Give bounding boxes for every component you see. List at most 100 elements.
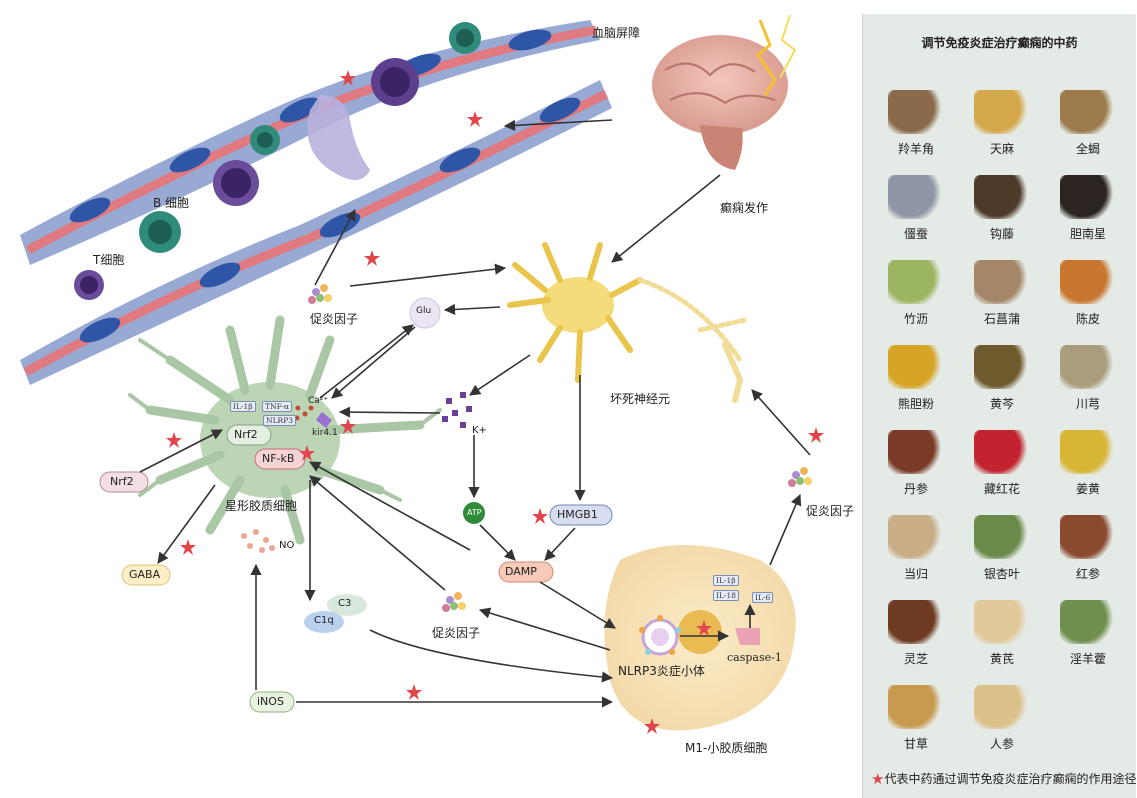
nfkb-box	[254, 448, 306, 470]
cytokine-cluster-icons	[308, 284, 812, 612]
atp-icon	[463, 502, 485, 524]
herb-name: 黄芪	[989, 652, 1014, 666]
herb-item: 石菖蒲	[959, 260, 1045, 340]
microglia-icon	[604, 545, 796, 731]
herb-image	[974, 345, 1030, 389]
herb-item: 钩藤	[959, 175, 1045, 255]
nrf2-inner-label: Nrf2	[234, 428, 258, 441]
kir-channel-icon	[316, 412, 332, 428]
legend: ★代表中药通过调节免疫炎症治疗癫痫的作用途径	[871, 770, 1136, 788]
herb-image	[888, 260, 944, 304]
k-ion-label: K+	[472, 425, 487, 436]
herb-item: 羚羊角	[873, 90, 959, 170]
herb-item: 黄芩	[959, 345, 1045, 425]
herb-image	[974, 90, 1030, 134]
herb-item: 僵蚕	[873, 175, 959, 255]
microglia-il6-badge: IL-6	[752, 592, 774, 603]
herb-name: 银杏叶	[983, 567, 1020, 581]
star-icon: ★	[871, 770, 885, 788]
calcium-label: Ca²⁺	[308, 396, 329, 406]
no-label: NO	[279, 540, 295, 551]
herb-item: 丹参	[873, 430, 959, 510]
herb-image	[1060, 430, 1116, 474]
herb-item: 淫羊藿	[1045, 600, 1131, 680]
necrotic-neuron-label: 坏死神经元	[610, 392, 671, 406]
kir-label: kir4.1	[312, 428, 338, 438]
herb-item: 甘草	[873, 685, 959, 765]
herb-name: 全蝎	[1075, 142, 1100, 156]
brain-icon	[652, 14, 797, 170]
glu-label: Glu	[416, 306, 432, 316]
caspase-label: caspase-1	[727, 651, 782, 664]
herb-item: 竹沥	[873, 260, 959, 340]
microglia-il1b-badge: IL-1β	[713, 575, 739, 586]
herb-name: 熊胆粉	[897, 397, 934, 411]
proinflammatory-label-2: 促炎因子	[432, 626, 481, 640]
herb-image	[974, 260, 1030, 304]
herb-name: 僵蚕	[903, 227, 928, 241]
herb-item: 姜黄	[1045, 430, 1131, 510]
herb-image	[888, 90, 944, 134]
c1q-label: C1q	[314, 615, 334, 626]
herb-name: 灵芝	[903, 652, 928, 666]
inos-box	[249, 691, 295, 713]
nrf2-outer-label: Nrf2	[110, 475, 134, 488]
herb-image	[888, 600, 944, 644]
herb-item: 黄芪	[959, 600, 1045, 680]
herb-image	[1060, 90, 1116, 134]
pathway-arrows	[139, 119, 811, 708]
herb-name: 淫羊藿	[1069, 652, 1106, 666]
herb-name: 姜黄	[1075, 482, 1100, 496]
nlrp3-inflammasome-icon	[639, 615, 681, 656]
herb-name: 川芎	[1075, 397, 1100, 411]
immune-cells	[74, 22, 481, 300]
herb-name: 石菖蒲	[983, 312, 1020, 326]
herb-image	[888, 345, 944, 389]
nfkb-label: NF-kB	[262, 452, 295, 465]
herb-image	[1060, 515, 1116, 559]
herb-item: 川芎	[1045, 345, 1131, 425]
herb-name: 丹参	[903, 482, 928, 496]
herb-image	[974, 515, 1030, 559]
hmgb1-label: HMGB1	[557, 508, 598, 521]
seizure-label: 癫痫发作	[720, 201, 769, 215]
herb-name: 红参	[1075, 567, 1100, 581]
herb-name: 当归	[903, 567, 928, 581]
herb-image	[888, 430, 944, 474]
herb-item: 胆南星	[1045, 175, 1131, 255]
herb-panel: 调节免疫炎症治疗癫痫的中药 羚羊角天麻 全蝎僵蚕 钩藤 胆南星竹沥石菖蒲 陈皮熊胆粉 黄芩…	[862, 14, 1136, 798]
herb-item: 陈皮	[1045, 260, 1131, 340]
herb-name: 黄芩	[989, 397, 1014, 411]
herb-name: 胆南星	[1069, 227, 1106, 241]
tnfa-badge: TNF-α	[262, 401, 293, 412]
b-cell-label: B 细胞	[153, 196, 190, 210]
astrocyte-label: 星形胶质细胞	[225, 499, 298, 513]
damp-box	[498, 561, 554, 583]
herb-image	[888, 175, 944, 219]
blood-brain-barrier	[20, 20, 612, 385]
caspase-icon	[735, 628, 760, 645]
legend-text: 代表中药通过调节免疫炎症治疗癫痫的作用途径	[884, 772, 1137, 786]
necrotic-neuron-icon	[507, 242, 748, 403]
herb-item: 熊胆粉	[873, 345, 959, 425]
nlrp3-inflammasome-label: NLRP3炎症小体	[618, 664, 705, 678]
herb-image	[974, 600, 1030, 644]
herb-image	[974, 430, 1030, 474]
herb-image	[974, 685, 1030, 729]
gaba-box	[121, 564, 171, 586]
herb-panel-title: 调节免疫炎症治疗癫痫的中药	[921, 36, 1078, 50]
herb-item: 红参	[1045, 515, 1131, 595]
pathway-diagram	[20, 14, 824, 734]
damp-label: DAMP	[505, 565, 537, 578]
proinflammatory-label-3: 促炎因子	[806, 504, 855, 518]
herb-name: 钩藤	[989, 227, 1014, 241]
herb-item: 银杏叶	[959, 515, 1045, 595]
herb-name: 天麻	[989, 142, 1014, 156]
il1b-badge: IL-1β	[230, 401, 256, 412]
herb-image	[1060, 345, 1116, 389]
k-ion-icons	[442, 392, 472, 428]
herb-name: 陈皮	[1075, 312, 1100, 326]
action-star-icons	[166, 70, 824, 734]
gaba-label: GABA	[129, 568, 161, 581]
herb-item: 藏红花	[959, 430, 1045, 510]
